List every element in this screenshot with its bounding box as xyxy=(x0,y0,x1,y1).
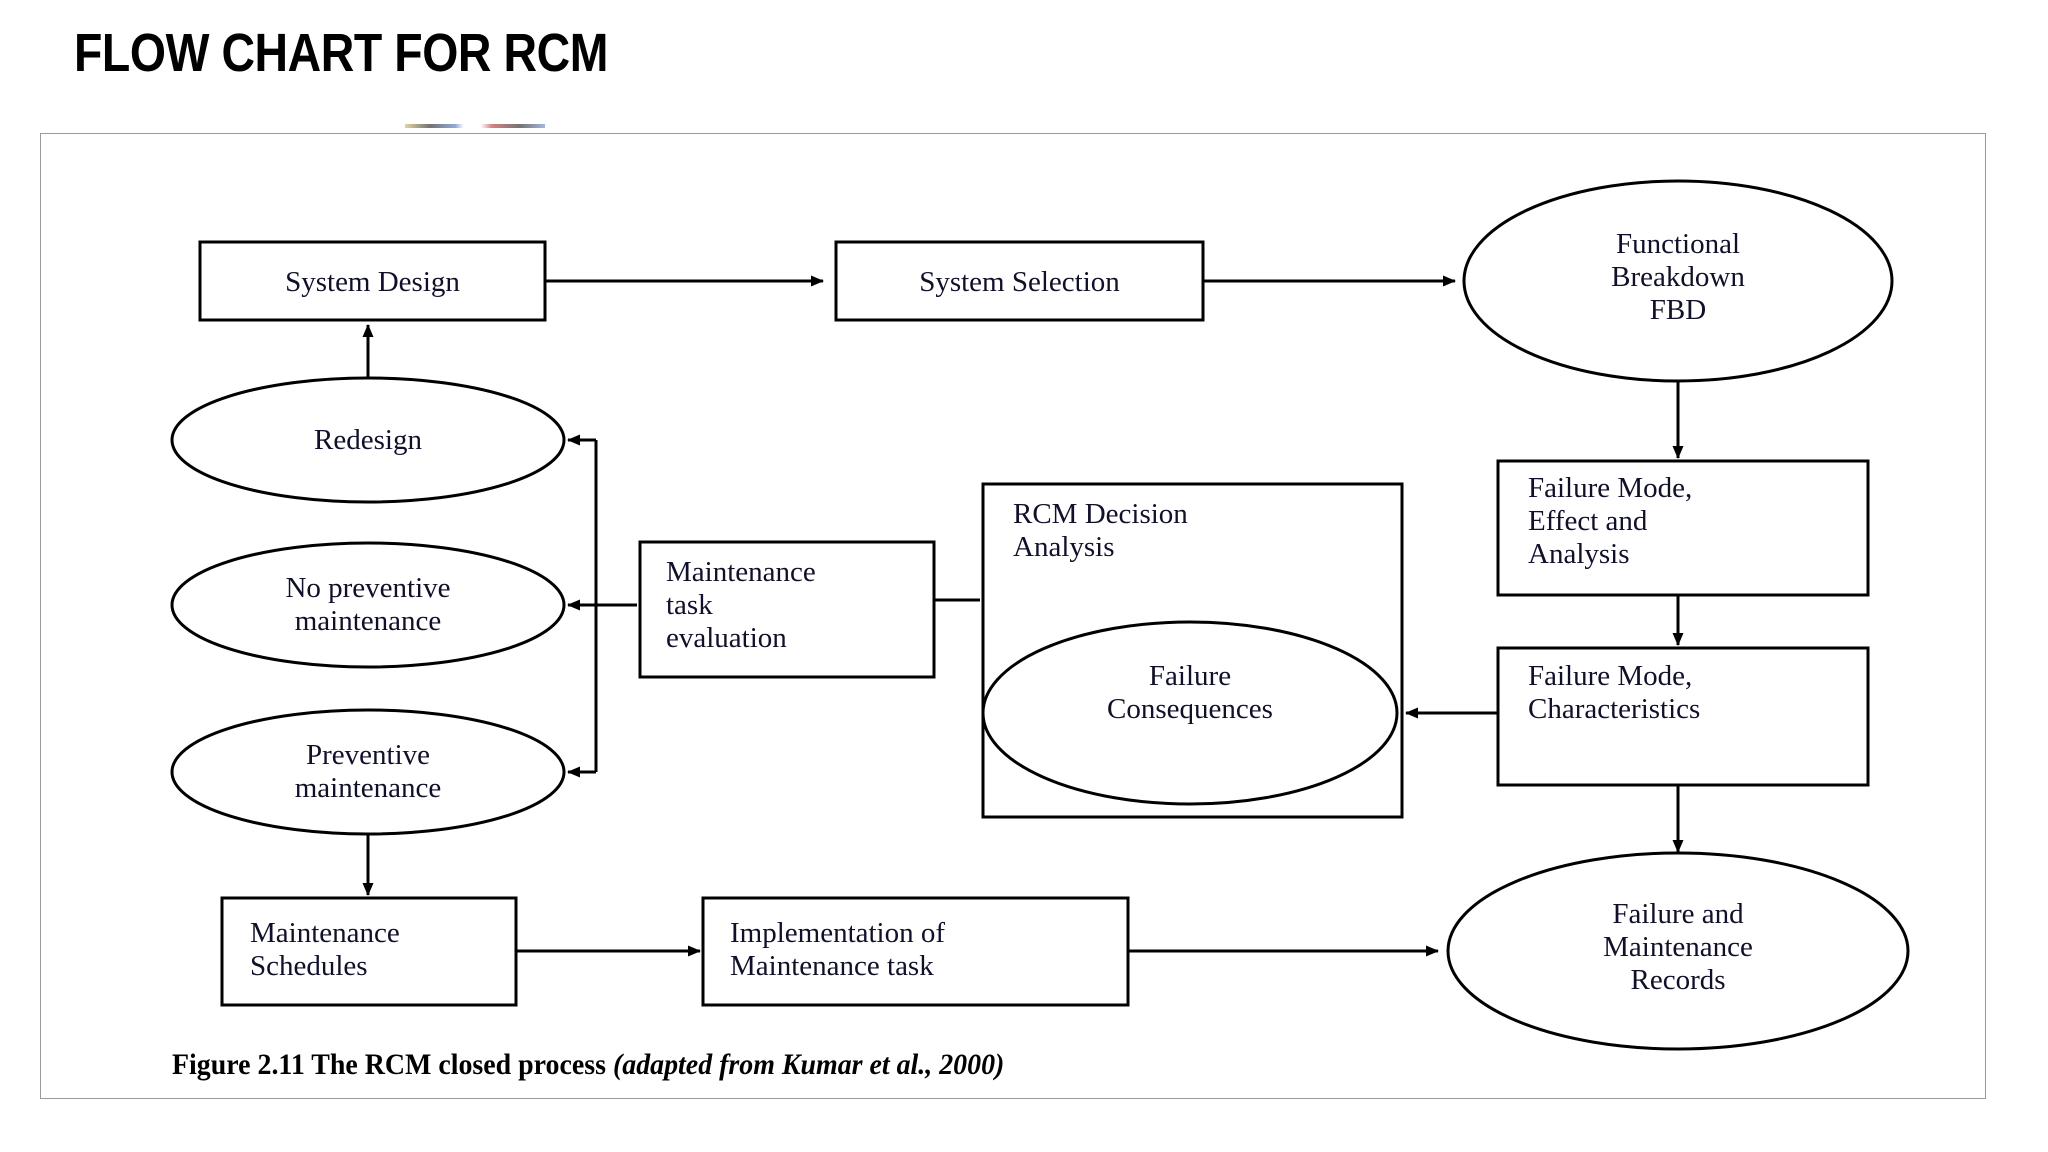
clipped-line-artifact xyxy=(405,124,545,128)
node-redesign-label: Redesign xyxy=(314,424,422,456)
node-no-preventive-maintenance-label: No preventive maintenance xyxy=(285,572,451,637)
node-maintenance-schedules-label: Maintenance Schedules xyxy=(250,917,400,982)
node-failure-maintenance-records-label: Failure and Maintenance Records xyxy=(1603,898,1753,996)
figure-caption: Figure 2.11 The RCM closed process (adap… xyxy=(172,1048,1004,1082)
figure-caption-source: (adapted from Kumar et al., 2000) xyxy=(612,1048,1005,1081)
node-fmea-label: Failure Mode, Effect and Analysis xyxy=(1528,472,1693,570)
node-system-selection-label: System Selection xyxy=(919,266,1120,298)
node-preventive-maintenance-label: Preventive maintenance xyxy=(294,739,442,804)
node-rcm-decision-analysis-label: RCM Decision Analysis xyxy=(1013,498,1188,563)
figure-caption-main: Figure 2.11 The RCM closed process xyxy=(172,1048,613,1081)
node-implementation-of-maintenance-task-label: Implementation of Maintenance task xyxy=(730,917,946,982)
node-failure-consequences-label: Failure Consequences xyxy=(1107,660,1273,725)
node-maintenance-task-evaluation-label: Maintenance task evaluation xyxy=(666,556,816,654)
node-system-design-label: System Design xyxy=(285,266,460,298)
page-title: FLOW CHART FOR RCM xyxy=(74,23,608,83)
node-failure-mode-characteristics-label: Failure Mode, Characteristics xyxy=(1528,660,1701,725)
node-functional-breakdown-label: Functional Breakdown FBD xyxy=(1611,228,1745,326)
